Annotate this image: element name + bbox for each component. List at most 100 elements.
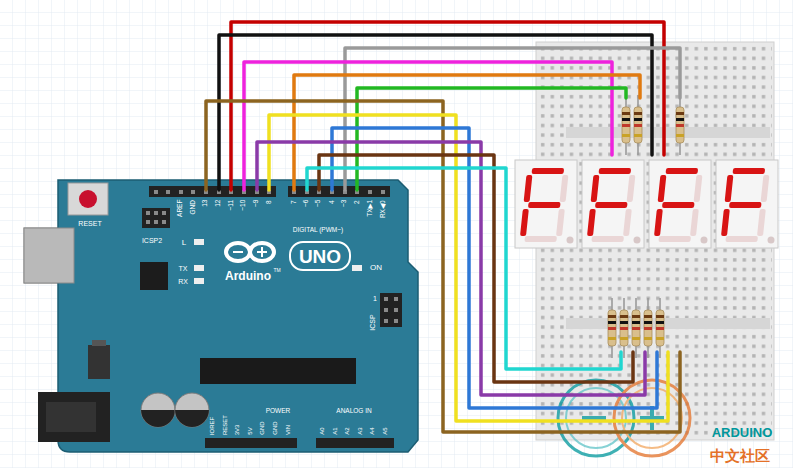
arduino-board bbox=[200, 358, 356, 384]
arduino-board bbox=[380, 293, 402, 327]
arduino-board bbox=[384, 297, 388, 301]
arduino-board bbox=[154, 190, 158, 194]
header-label: ICSP bbox=[369, 314, 376, 330]
arduino-board bbox=[175, 393, 209, 427]
arduino-board bbox=[38, 392, 110, 442]
pin-label: ~3 bbox=[342, 200, 349, 207]
arduino-board bbox=[162, 211, 166, 215]
arduino-board bbox=[58, 180, 418, 452]
arduino-board bbox=[146, 211, 166, 224]
resistor-symbol bbox=[608, 95, 684, 358]
pin-label: RESET bbox=[222, 415, 228, 435]
arduino-board bbox=[146, 211, 150, 215]
pin-label: 13 bbox=[203, 200, 210, 207]
pin-label: ~10 bbox=[241, 200, 248, 211]
pin-label: GND bbox=[259, 422, 265, 435]
arduino-board bbox=[384, 308, 388, 312]
pin-label: GND bbox=[190, 200, 197, 214]
arduino-board bbox=[179, 190, 183, 194]
seven-segment-display bbox=[716, 160, 778, 248]
arduino-board bbox=[175, 410, 209, 427]
resistor-symbol bbox=[608, 298, 616, 358]
arduino-board bbox=[191, 190, 195, 194]
pin-label: TX▶1 bbox=[367, 200, 374, 217]
model-label: UNO bbox=[299, 247, 341, 266]
pin-label: 3V3 bbox=[234, 424, 240, 435]
arduino-board bbox=[142, 208, 170, 228]
arduino-board bbox=[194, 278, 204, 284]
arduino-board bbox=[381, 190, 385, 194]
resistor-symbol bbox=[622, 95, 630, 155]
trademark-label: TM bbox=[273, 268, 280, 273]
arduino-board bbox=[316, 438, 394, 448]
jumper-wire bbox=[206, 101, 680, 432]
arduino-board bbox=[384, 297, 398, 323]
arduino-board bbox=[194, 265, 204, 271]
pin-label: ~5 bbox=[316, 200, 323, 207]
arduino-board bbox=[79, 190, 97, 208]
watermark-text: ARDUINO bbox=[712, 426, 773, 439]
arduino-board bbox=[166, 190, 170, 194]
pin-label: ~6 bbox=[304, 200, 311, 207]
pin-label: 1 bbox=[373, 295, 377, 302]
pin-label: 7 bbox=[291, 200, 298, 204]
pin-label: RX◀0 bbox=[380, 200, 387, 218]
arduino-board bbox=[368, 190, 372, 194]
breadboard bbox=[566, 127, 770, 138]
arduino-board bbox=[68, 183, 108, 215]
jumper-wire bbox=[244, 62, 612, 190]
pin-label: 8 bbox=[266, 200, 273, 204]
seven-segment-display bbox=[515, 160, 577, 248]
seven-segment-display bbox=[582, 160, 644, 248]
pin-label: A2 bbox=[344, 428, 350, 435]
arduino-board bbox=[394, 308, 398, 312]
header-label: ANALOG IN bbox=[336, 408, 371, 415]
pin-label: A0 bbox=[319, 428, 325, 435]
arduino-board bbox=[24, 180, 418, 452]
pin-label: 4 bbox=[329, 200, 336, 204]
arduino-board bbox=[141, 393, 175, 427]
arduino-board bbox=[24, 228, 74, 283]
pin-label: ~9 bbox=[254, 200, 261, 207]
resistor-symbol bbox=[676, 95, 684, 155]
pin-label: VIN bbox=[285, 425, 291, 435]
arduino-board bbox=[352, 265, 362, 271]
led-label: TX bbox=[179, 265, 188, 272]
pin-label: A3 bbox=[357, 428, 363, 435]
resistor-symbol bbox=[632, 298, 640, 358]
led-label: L bbox=[182, 239, 186, 247]
resistor-symbol bbox=[634, 95, 642, 155]
header-label: POWER bbox=[266, 408, 291, 415]
pin-label: 12 bbox=[216, 200, 223, 207]
resistor-symbol bbox=[656, 298, 664, 358]
resistor-symbol bbox=[644, 298, 652, 358]
arduino-board bbox=[140, 262, 168, 290]
arduino-board bbox=[162, 220, 166, 224]
arduino-board bbox=[154, 211, 158, 215]
jumper-wire bbox=[294, 75, 640, 190]
arduino-board bbox=[233, 247, 267, 257]
arduino-board bbox=[154, 220, 158, 224]
pin-label: A1 bbox=[332, 428, 338, 435]
pin-label: ~11 bbox=[228, 200, 235, 211]
led-label: RX bbox=[178, 278, 188, 285]
pin-label: GND bbox=[272, 422, 278, 435]
jumper-wire bbox=[206, 22, 680, 432]
arduino-board bbox=[146, 220, 150, 224]
pin-label: AREF bbox=[178, 200, 185, 217]
arduino-board bbox=[194, 239, 204, 245]
brand-label: Arduino bbox=[225, 270, 271, 282]
arduino-board bbox=[92, 340, 106, 346]
watermark-logo bbox=[558, 380, 690, 456]
arduino-board bbox=[46, 402, 96, 432]
jumper-wire bbox=[307, 168, 621, 369]
jumper-wire bbox=[269, 115, 668, 421]
jumper-wire bbox=[357, 88, 626, 190]
pin-label: IOREF bbox=[209, 417, 215, 435]
watermark-text: 中文社区 bbox=[710, 448, 770, 463]
arduino-board bbox=[288, 186, 390, 197]
jumper-wire bbox=[319, 155, 633, 382]
